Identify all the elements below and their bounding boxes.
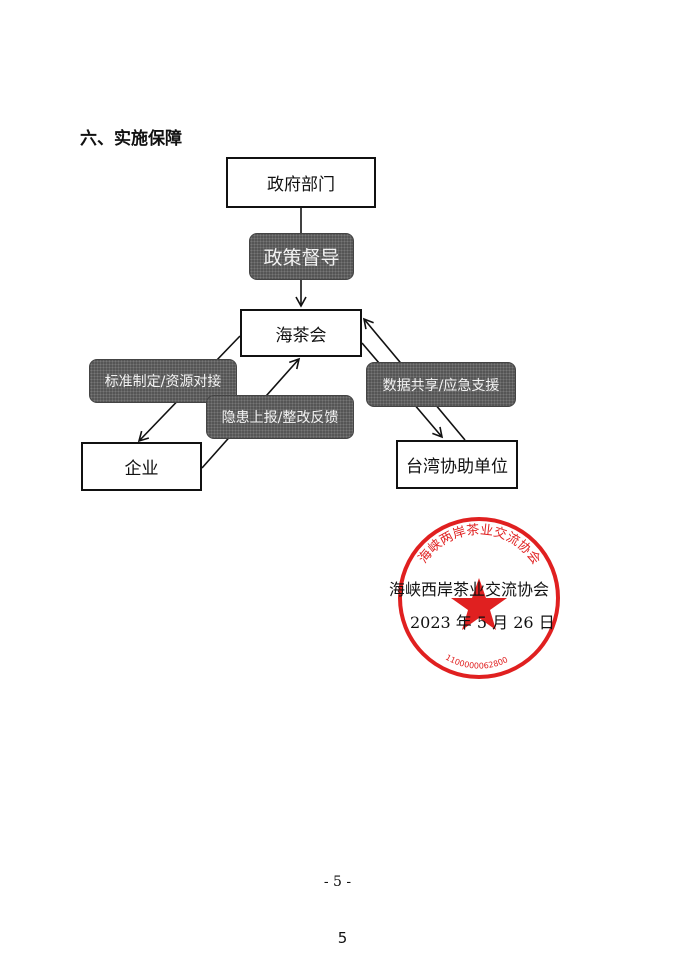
doc-page-number: - 5 -	[323, 874, 352, 890]
node-gov: 政府部门	[226, 157, 376, 208]
page-number: 5	[337, 929, 348, 947]
signature-date: 2023 年 5 月 26 日	[410, 613, 555, 632]
node-taiwan: 台湾协助单位	[396, 440, 518, 489]
node-hai: 海茶会	[240, 309, 362, 357]
stamp-code: 1100000062800	[444, 653, 509, 671]
stamp-star-icon	[451, 578, 507, 630]
label-standard: 标准制定/资源对接	[89, 359, 237, 403]
signature-org: 海峡西岸茶业交流协会	[389, 580, 550, 599]
label-report: 隐患上报/整改反馈	[206, 395, 354, 439]
node-enterprise: 企业	[81, 442, 202, 491]
section-title: 六、实施保障	[80, 129, 182, 149]
label-policy: 政策督导	[249, 233, 354, 280]
stamp-text: 海峡两岸茶业交流协会	[416, 522, 543, 568]
label-data: 数据共享/应急支援	[366, 362, 516, 407]
